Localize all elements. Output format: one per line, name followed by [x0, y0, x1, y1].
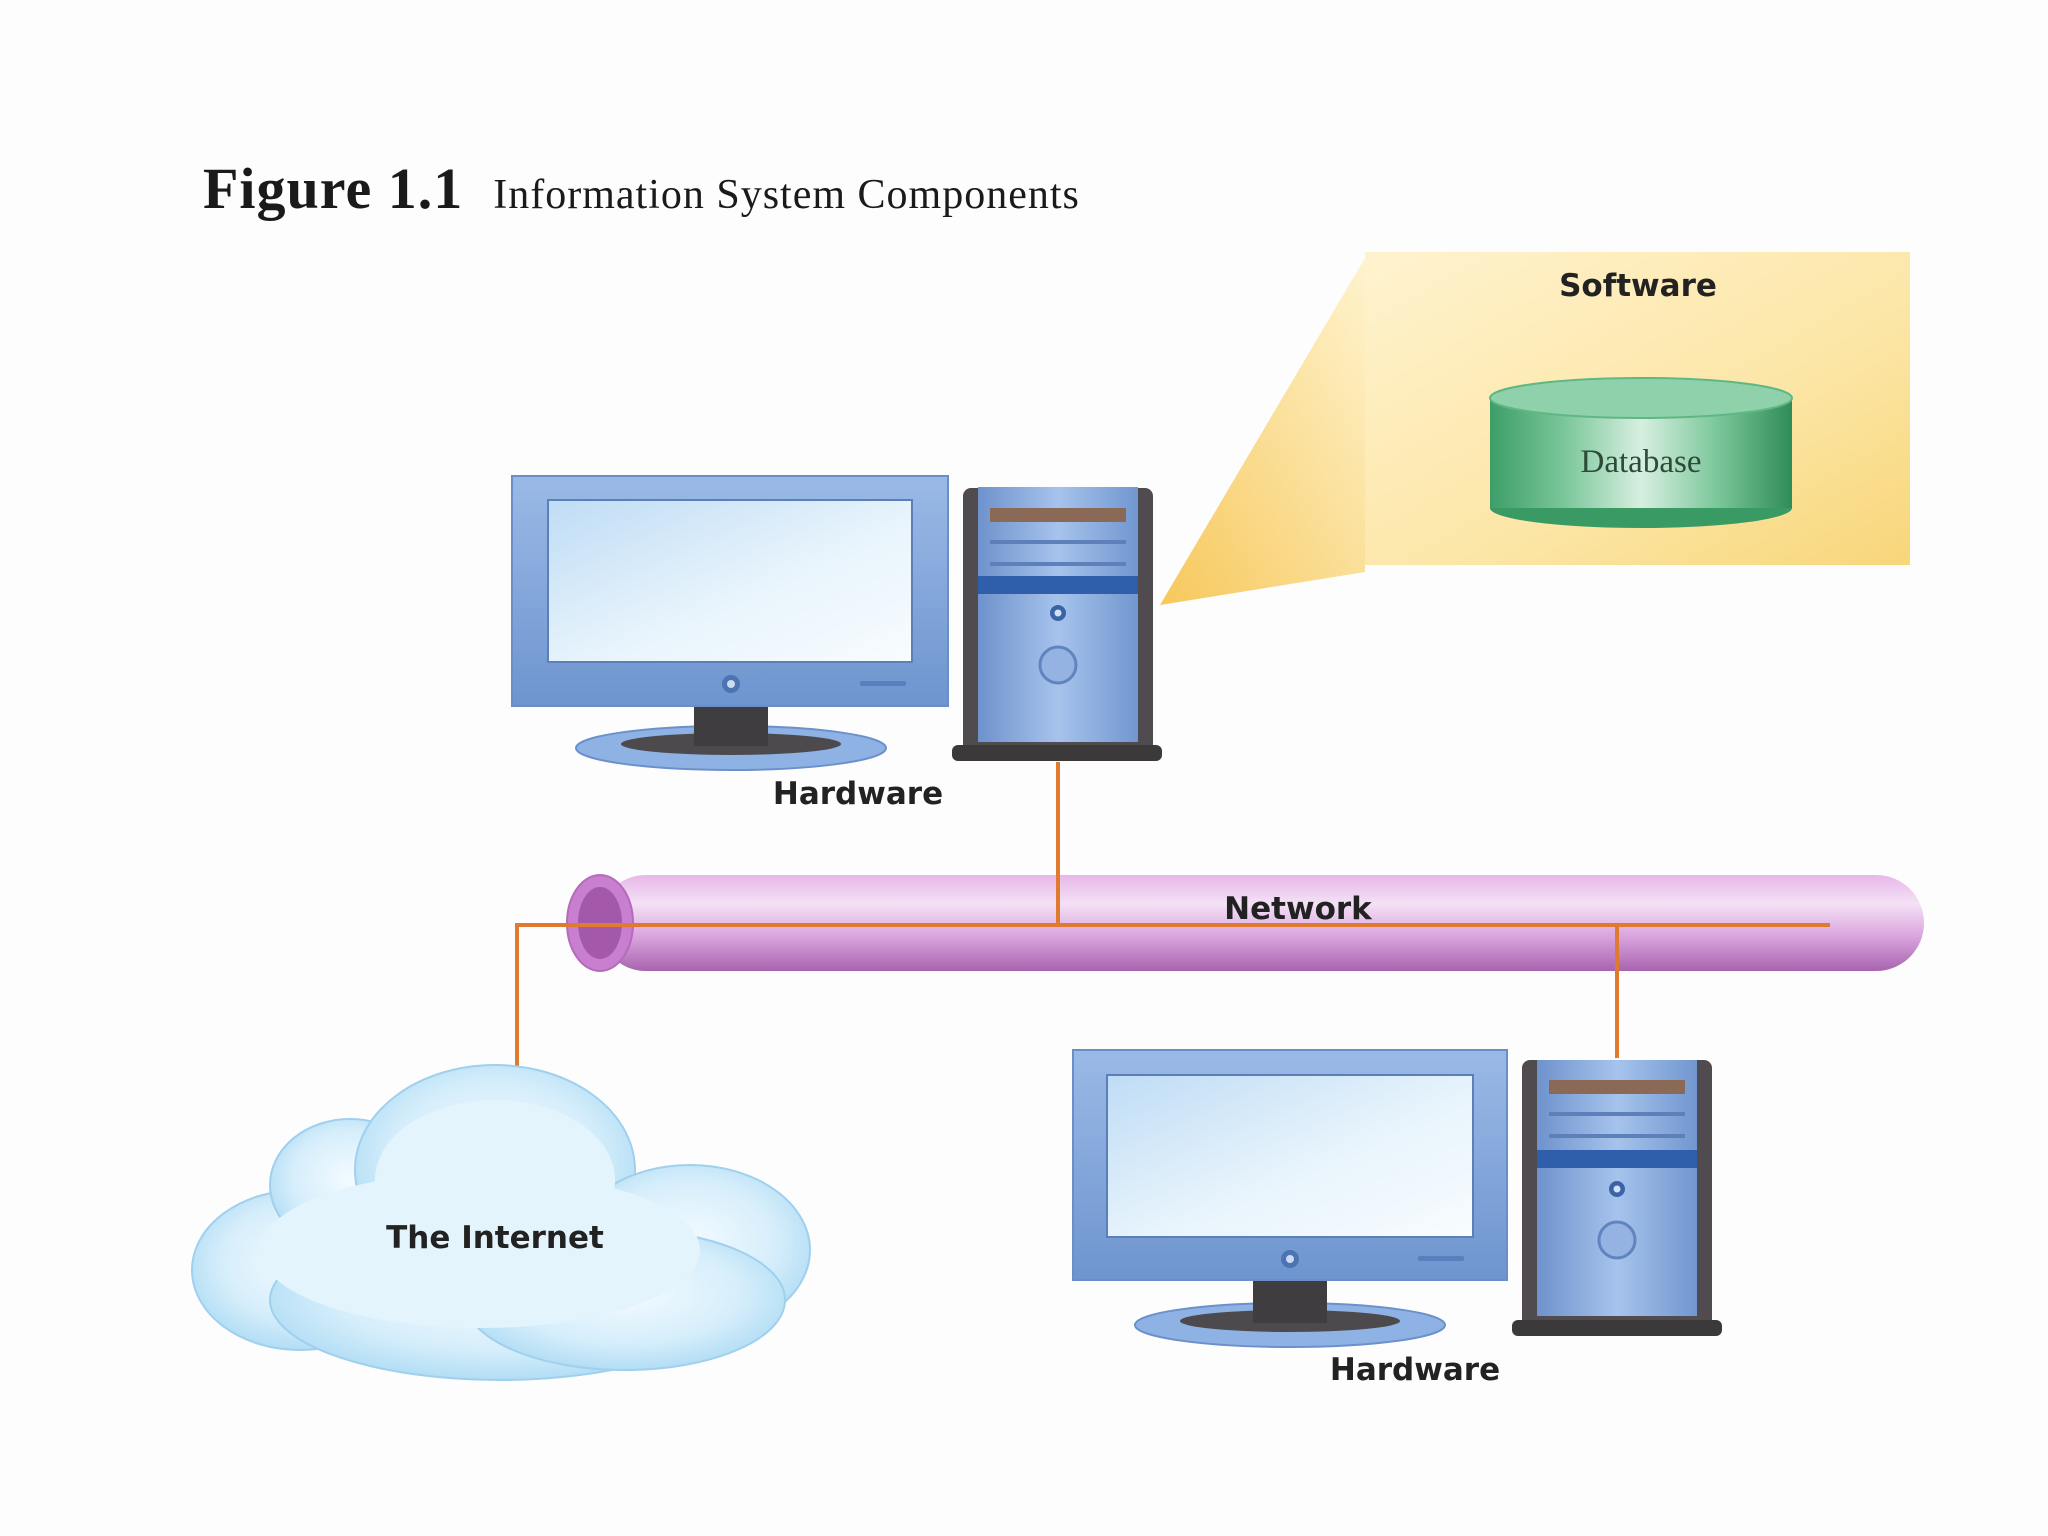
- internet-label: The Internet: [386, 1220, 604, 1256]
- computer-tower-icon: [1512, 1060, 1722, 1336]
- monitor-icon: [1072, 1049, 1508, 1348]
- network-label: Network: [1224, 891, 1373, 927]
- figure-title: Figure 1.1 Information System Components: [203, 155, 1080, 222]
- figure-caption: Information System Components: [493, 172, 1080, 218]
- figure-number: Figure 1.1: [203, 156, 464, 221]
- hardware-bottom-label: Hardware: [1330, 1352, 1500, 1388]
- computer-tower-icon: [952, 487, 1162, 761]
- database-label: Database: [1581, 444, 1702, 480]
- hardware-top-label: Hardware: [773, 776, 943, 812]
- monitor-icon: [511, 475, 949, 771]
- software-callout-beam: [1160, 258, 1365, 605]
- cloud-fill-cover: [260, 1100, 700, 1328]
- database-icon: [1489, 377, 1793, 528]
- software-label: Software: [1559, 268, 1717, 304]
